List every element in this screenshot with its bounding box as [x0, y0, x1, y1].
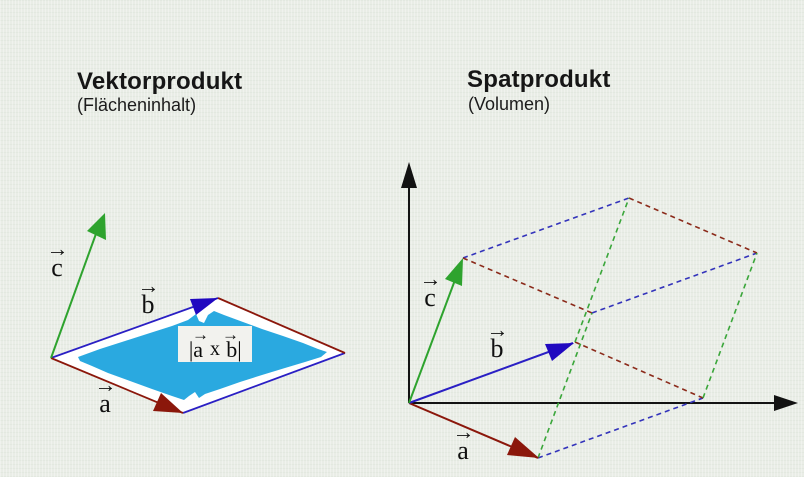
vector-a-arrowhead-right-icon [507, 437, 539, 458]
edge-a-to-ab [537, 397, 704, 459]
right-parallelepiped-group [401, 162, 798, 459]
left-panel-title: Vektorprodukt [77, 68, 243, 95]
vector-arrow-icon: → [192, 325, 209, 344]
edge-b-to-ab [574, 341, 704, 399]
edge-c-to-ac [462, 257, 593, 314]
edge-c-to-bc [462, 197, 630, 259]
area-label-a: → |a [188, 325, 209, 362]
left-panel-subtitle: (Flächeninhalt) [77, 95, 197, 115]
edge-a-to-ac [537, 312, 593, 459]
edge-ab-to-abc [702, 252, 758, 399]
edge-ac-to-abc [591, 252, 758, 314]
vector-a-arrowhead-icon [153, 393, 183, 413]
area-label-b: → b| [222, 325, 242, 362]
right-panel-subtitle: (Volumen) [468, 94, 551, 114]
edge-bc-to-abc [628, 197, 758, 254]
x-axis-arrowhead-icon [774, 395, 798, 411]
right-panel-title: Spatprodukt [467, 66, 611, 93]
vector-b-arrowhead-icon [190, 298, 218, 315]
area-label-operator: x [210, 338, 220, 360]
vector-b-shaft-right [408, 342, 574, 404]
vector-arrow-icon: → [222, 325, 239, 344]
area-label-box: → |a x → b| [178, 326, 252, 362]
edge-a-parallel [217, 297, 346, 354]
vector-c-arrowhead-icon [87, 213, 106, 240]
vector-b-arrowhead-right-icon [545, 343, 574, 361]
vector-c-shaft-right [408, 263, 462, 404]
edge-b-parallel [182, 352, 346, 414]
dashed-blue-edges [462, 197, 758, 459]
dashed-green-edges [537, 197, 758, 459]
vector-b-shaft [50, 297, 219, 359]
edge-b-to-bc [574, 197, 630, 343]
vector-c-arrowhead-right-icon [445, 258, 463, 286]
vector-c-shaft [50, 230, 98, 359]
left-parallelogram-group [50, 213, 346, 414]
y-axis-arrowhead-icon [401, 162, 417, 188]
